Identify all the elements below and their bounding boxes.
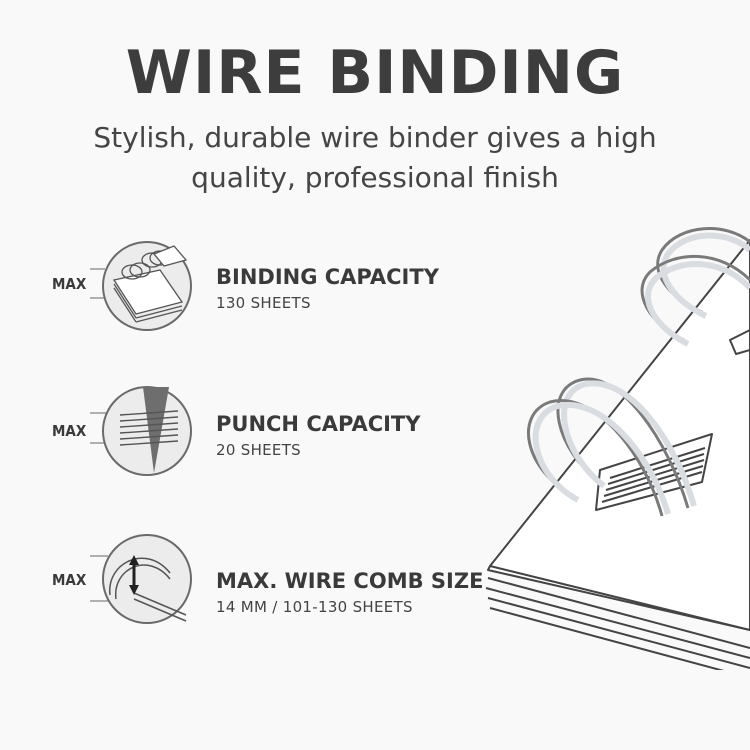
binding-capacity-icon: MAX: [52, 241, 192, 331]
wire-bound-document-illustration: [485, 227, 750, 670]
page-title: WIRE BINDING: [125, 38, 625, 108]
max-label: MAX: [52, 571, 87, 589]
punch-capacity-icon: MAX: [52, 386, 192, 476]
feature-detail: 20 SHEETS: [216, 441, 301, 459]
feature-wire-comb-size: MAX MAX. WIRE COMB SIZE 14 MM / 101-130 …: [0, 533, 500, 653]
feature-detail: 130 SHEETS: [216, 294, 311, 312]
feature-heading: BINDING CAPACITY: [216, 265, 439, 289]
feature-heading: MAX. WIRE COMB SIZE: [216, 569, 484, 593]
feature-binding-capacity: MAX BINDING CAPACITY 130 SHEETS: [0, 240, 500, 360]
feature-detail: 14 MM / 101-130 SHEETS: [216, 598, 413, 616]
max-label: MAX: [52, 422, 87, 440]
page-subtitle: Stylish, durable wire binder gives a hig…: [93, 121, 657, 194]
feature-punch-capacity: MAX PUNCH CAPACITY 20 SHEETS: [0, 385, 500, 505]
feature-heading: PUNCH CAPACITY: [216, 412, 421, 436]
wire-comb-size-icon: MAX: [52, 534, 192, 624]
max-label: MAX: [52, 275, 87, 293]
